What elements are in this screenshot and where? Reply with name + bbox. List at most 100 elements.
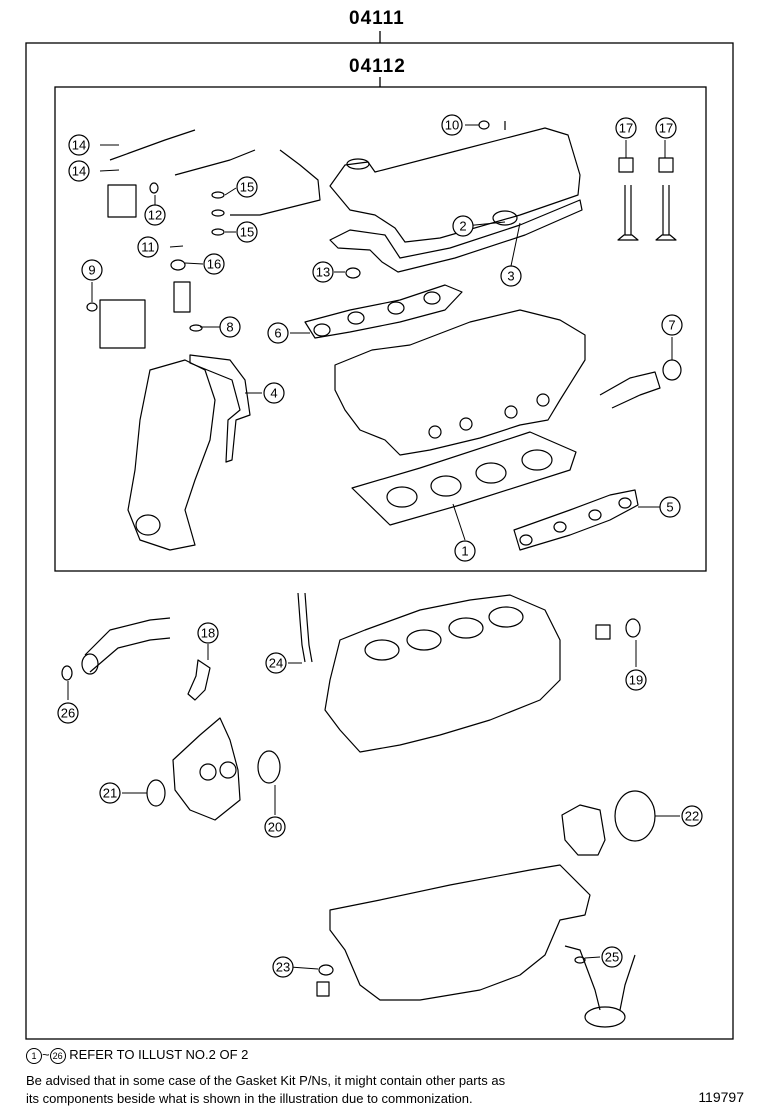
idle-valve-shape xyxy=(107,184,137,218)
callout-label: 16 xyxy=(207,257,221,272)
callout-label: 2 xyxy=(459,219,466,234)
callout-label: 12 xyxy=(148,208,162,223)
callout-17: 17 xyxy=(615,117,637,139)
valve-cover-gasket-shape xyxy=(329,199,583,273)
callout-25: 25 xyxy=(601,946,623,968)
callout-label: 4 xyxy=(270,386,277,401)
kit-code-inner: 04112 xyxy=(349,56,406,77)
callout-15: 15 xyxy=(236,221,258,243)
cylinder-block-shape xyxy=(324,594,561,753)
callout-14: 14 xyxy=(68,160,90,182)
callout-label: 22 xyxy=(685,809,699,824)
oil-strainer-shape xyxy=(564,945,636,1011)
illustration-number: 119797 xyxy=(698,1089,744,1105)
callout-11: 11 xyxy=(137,236,159,258)
callout-22: 22 xyxy=(681,805,703,827)
exhaust-gasket-shape xyxy=(513,489,639,551)
callout-label: 14 xyxy=(72,164,86,179)
seal-19-shape xyxy=(625,618,641,638)
callout-3: 3 xyxy=(500,265,522,287)
injector-shape xyxy=(173,281,191,313)
callout-label: 19 xyxy=(629,673,643,688)
callout-label: 18 xyxy=(201,626,215,641)
callout-14: 14 xyxy=(68,134,90,156)
reference-note: 1~26 REFER TO ILLUST NO.2 OF 2 xyxy=(26,1047,248,1064)
callout-label: 11 xyxy=(141,240,155,255)
bracket-shape xyxy=(187,659,211,701)
timing-cover-shape xyxy=(127,359,216,551)
callout-18: 18 xyxy=(197,622,219,644)
callout-label: 17 xyxy=(659,121,673,136)
callout-1: 1 xyxy=(454,540,476,562)
callout-19: 19 xyxy=(625,669,647,691)
callout-20: 20 xyxy=(264,816,286,838)
pcv-hose-shape xyxy=(230,149,321,216)
cylinder-head-shape xyxy=(334,309,586,456)
callout-10: 10 xyxy=(441,114,463,136)
callout-17: 17 xyxy=(655,117,677,139)
callout-label: 15 xyxy=(240,180,254,195)
callout-13: 13 xyxy=(312,261,334,283)
callout-6: 6 xyxy=(267,322,289,344)
callout-label: 26 xyxy=(61,706,75,721)
callout-label: 25 xyxy=(605,950,619,965)
valve-right-shape xyxy=(655,185,677,241)
callout-4: 4 xyxy=(263,382,285,404)
seal-20-shape xyxy=(257,750,281,784)
ref-range-sep: ~ xyxy=(42,1047,50,1062)
callout-15: 15 xyxy=(236,176,258,198)
ref-text: REFER TO ILLUST NO.2 OF 2 xyxy=(69,1047,249,1062)
callout-9: 9 xyxy=(81,259,103,281)
ref-range-end: 26 xyxy=(49,1047,66,1064)
callout-label: 3 xyxy=(507,269,514,284)
callout-16: 16 xyxy=(203,253,225,275)
callout-7: 7 xyxy=(661,314,683,336)
callout-label: 17 xyxy=(619,121,633,136)
callout-5: 5 xyxy=(659,496,681,518)
callout-label: 7 xyxy=(668,318,675,333)
hose-24-shape xyxy=(297,592,313,663)
inner-kit-frame xyxy=(54,86,707,572)
oil-pan-shape xyxy=(329,864,591,1001)
callout-label: 21 xyxy=(103,786,117,801)
callout-2: 2 xyxy=(452,215,474,237)
callout-23: 23 xyxy=(272,956,294,978)
callout-26: 26 xyxy=(57,702,79,724)
callout-label: 13 xyxy=(316,265,330,280)
callout-label: 10 xyxy=(445,118,459,133)
callout-label: 5 xyxy=(666,500,673,515)
callout-label: 9 xyxy=(88,263,95,278)
callout-8: 8 xyxy=(219,316,241,338)
water-inlet-shape xyxy=(84,617,171,673)
advisory-line-1: Be advised that in some case of the Gask… xyxy=(26,1073,506,1088)
timing-gasket-shape xyxy=(189,354,251,463)
callout-label: 6 xyxy=(274,326,281,341)
outer-kit-frame xyxy=(25,42,734,1040)
valve-left-shape xyxy=(617,185,639,241)
callout-label: 15 xyxy=(240,225,254,240)
valve-cover-shape xyxy=(329,127,581,243)
callout-21: 21 xyxy=(99,782,121,804)
callout-label: 14 xyxy=(72,138,86,153)
intake-gasket-shape xyxy=(304,284,463,339)
kit-code-outer: 04111 xyxy=(349,8,405,29)
throttle-body-shape xyxy=(99,299,146,349)
callout-24: 24 xyxy=(265,652,287,674)
seal-21-shape xyxy=(146,779,166,807)
advisory-line-2: its components beside what is shown in t… xyxy=(26,1091,473,1106)
callout-12: 12 xyxy=(144,204,166,226)
callout-label: 1 xyxy=(461,544,468,559)
callout-label: 8 xyxy=(226,320,233,335)
hose-shape xyxy=(174,149,256,176)
callout-label: 20 xyxy=(268,820,282,835)
rear-seal-retainer-shape xyxy=(561,804,606,856)
ref-range-start: 1 xyxy=(26,1047,42,1064)
water-outlet-shape xyxy=(599,371,661,409)
seal-22-shape xyxy=(614,790,656,842)
dipstick-tube-shape xyxy=(109,129,196,161)
oil-pump-shape xyxy=(172,717,241,821)
callout-label: 24 xyxy=(269,656,283,671)
callout-label: 23 xyxy=(276,960,290,975)
